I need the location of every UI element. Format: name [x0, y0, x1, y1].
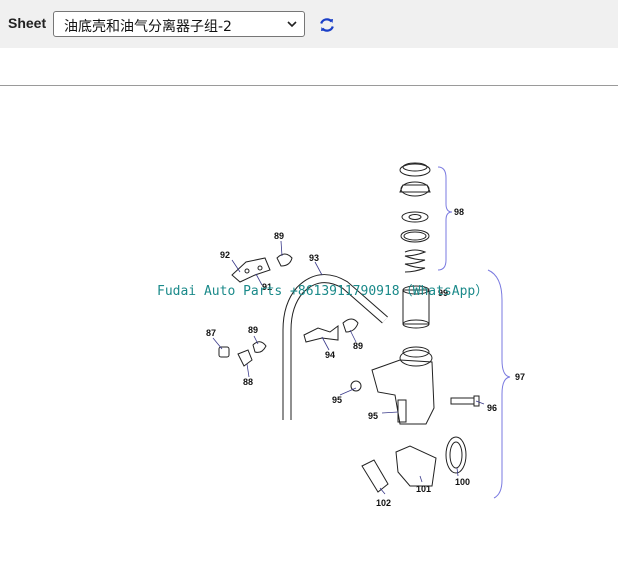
brace-97: [487, 269, 511, 499]
callout-98[interactable]: 98: [454, 207, 464, 217]
content-panel: [0, 48, 618, 86]
callout-96[interactable]: 96: [487, 403, 497, 413]
chevron-down-icon: [287, 21, 297, 28]
callout-97[interactable]: 97: [515, 372, 525, 382]
callout-89a[interactable]: 89: [274, 231, 284, 241]
separator-housing: [371, 359, 435, 425]
filter-part: [402, 289, 430, 325]
callout-93[interactable]: 94: [325, 350, 335, 360]
callout-95[interactable]: 95: [368, 411, 378, 421]
callout-94[interactable]: 95: [332, 395, 342, 405]
brace-98: [437, 166, 453, 271]
cap-part: [399, 163, 431, 177]
toolbar: Sheet 油底壳和油气分离器子组-2: [0, 0, 618, 49]
gasket-part: [445, 436, 467, 474]
watermark-text: Fudai Auto Parts +8613911790918（WhatsApp…: [157, 284, 489, 299]
seal-part: [400, 181, 430, 197]
callout-99[interactable]: 99: [438, 288, 448, 298]
callout-90[interactable]: 91: [262, 282, 272, 292]
refresh-icon[interactable]: [318, 16, 336, 34]
callout-100[interactable]: 100: [455, 477, 470, 487]
parts-diagram: 92 89 93 91 98 99 87 89 89 94 88 97 95 9…: [206, 162, 525, 508]
callout-87[interactable]: 87: [206, 328, 216, 338]
callout-89c[interactable]: 89: [353, 341, 363, 351]
callout-89b[interactable]: 89: [248, 325, 258, 335]
sheet-select[interactable]: 油底壳和油气分离器子组-2: [53, 11, 305, 37]
callout-91[interactable]: 92: [220, 250, 230, 260]
callout-92[interactable]: 93: [309, 253, 319, 263]
sheet-label: Sheet: [8, 15, 47, 31]
callout-101[interactable]: 101: [416, 484, 431, 494]
callout-102[interactable]: 102: [376, 498, 391, 508]
callout-88[interactable]: 88: [243, 377, 253, 387]
bracket-part: [231, 257, 271, 283]
spring-part: [404, 249, 427, 273]
sheet-select-value: 油底壳和油气分离器子组-2: [64, 19, 232, 35]
